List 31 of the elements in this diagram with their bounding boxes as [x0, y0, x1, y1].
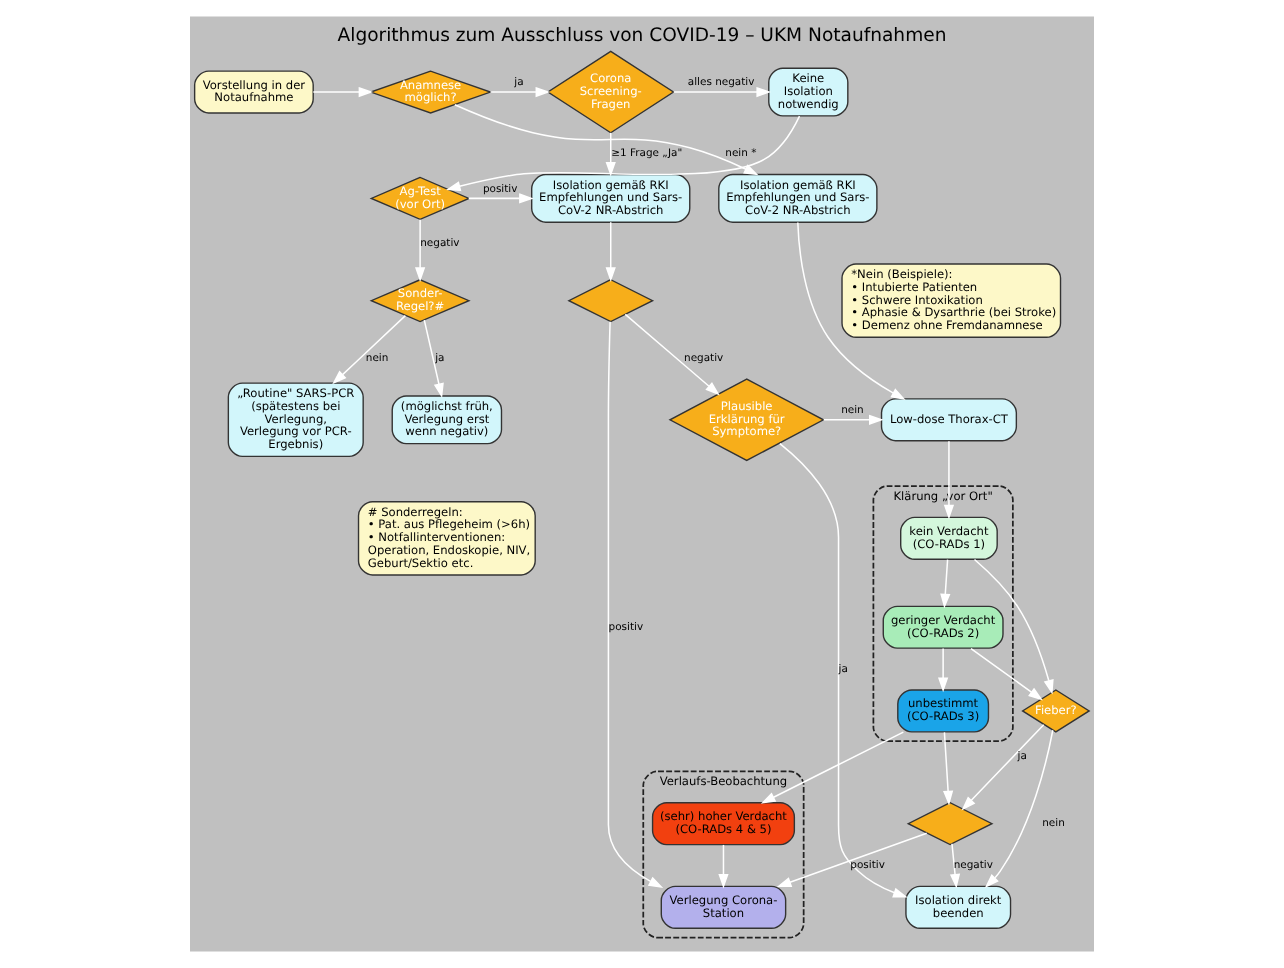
- arrow: [823, 414, 884, 425]
- arrow: [942, 731, 954, 806]
- node-diamond: [906, 801, 994, 846]
- arrow: [445, 115, 801, 192]
- node-diamond: [567, 278, 655, 323]
- arrow: [779, 442, 908, 898]
- arrow: [973, 558, 1054, 695]
- arrow: [467, 193, 534, 204]
- arrow: [332, 314, 407, 385]
- arrow: [984, 729, 1054, 888]
- arrow: [624, 313, 720, 396]
- arrow: [943, 440, 955, 520]
- arrow: [673, 86, 772, 98]
- arrow: [489, 86, 551, 98]
- arrow: [415, 219, 426, 282]
- arrow: [940, 558, 951, 609]
- arrow: [938, 647, 949, 693]
- arrow: [454, 103, 759, 176]
- arrow: [776, 832, 928, 888]
- arrow: [961, 724, 1045, 811]
- arrow: [970, 647, 1043, 701]
- arrow: [718, 844, 729, 889]
- diagram-title: Algorithmus zum Ausschluss von COVID-19 – UKM Notaufnahmen: [337, 24, 947, 47]
- arrow: [312, 86, 374, 98]
- arrow: [607, 320, 664, 888]
- arrow: [423, 319, 444, 398]
- arrow: [949, 842, 961, 889]
- arrow: [605, 221, 616, 282]
- arrow: [760, 731, 905, 804]
- arrow: [797, 221, 906, 400]
- arrow: [605, 132, 616, 177]
